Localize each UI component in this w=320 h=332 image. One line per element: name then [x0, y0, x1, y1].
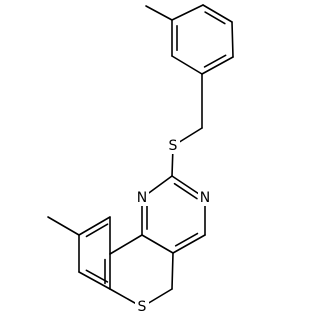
bond-inner-a4-a5 [203, 54, 227, 68]
atom-label-n_left: N [137, 190, 147, 206]
bond-inner-a2-a3 [204, 11, 226, 25]
bond-a2-a3 [202, 4, 233, 23]
bond-a1-a2 [171, 4, 204, 21]
bond-c4-c4a [172, 234, 206, 254]
atom-label-s_ring: S [138, 299, 147, 315]
bond-a5-a6 [171, 55, 203, 75]
bond-c10b-c10 [109, 234, 143, 255]
molecule-diagram: S N N S [47, 4, 234, 315]
bond-c4a-c5 [171, 252, 174, 290]
structure-canvas: S N N S [47, 4, 234, 315]
bond-inner-c2-n3 [173, 182, 198, 200]
atom-bg-n_left [135, 190, 149, 206]
atom-label-n_top: N [200, 190, 210, 206]
atom-bg-s_ring [135, 299, 149, 315]
bond-inner-c4-c4a [174, 232, 199, 247]
bond-a3-a4 [231, 21, 234, 58]
bond-c6a-c7 [78, 271, 111, 290]
atom-label-s_thioether: S [169, 138, 178, 154]
bond-c8-me2 [47, 216, 80, 236]
bond-inner-c8-c9 [85, 223, 109, 238]
bond-c4a-c10b [141, 234, 174, 254]
bond-a4-a5 [201, 56, 234, 75]
atom-bg-s_thioether [166, 138, 180, 154]
bond-c8-c9 [78, 216, 111, 236]
bond-a1-me1 [145, 5, 173, 21]
bond-inner-c6a-c7 [85, 269, 109, 283]
atom-bg-n_top [198, 190, 212, 206]
